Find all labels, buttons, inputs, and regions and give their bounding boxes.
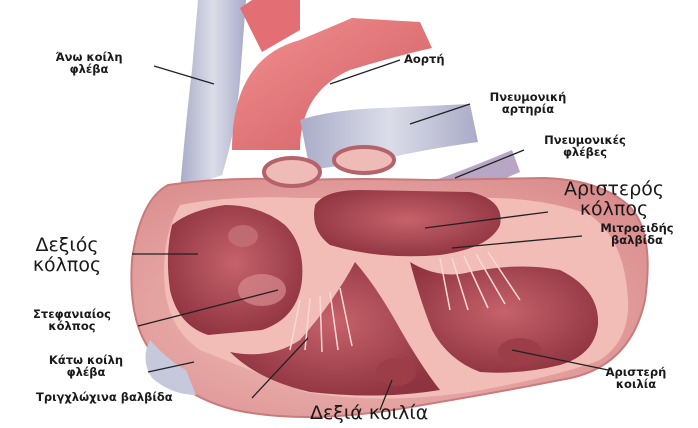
label-pulmonary-artery: Πνευμονική αρτηρία (470, 91, 586, 115)
label-coronary-sinus-line2: κόλπος (10, 320, 134, 332)
label-coronary-sinus: Στεφανιαίος κόλπος (10, 308, 134, 332)
label-right-atrium: Δεξιός κόλπος (14, 236, 120, 276)
label-tricuspid-valve: Τριγχλώχινα βαλβίδα (36, 391, 173, 403)
label-superior-vena-cava-line2: φλέβα (35, 63, 143, 75)
label-tricuspid-valve-line1: Τριγχλώχινα βαλβίδα (36, 391, 173, 403)
label-pulmonary-veins-line2: φλέβες (525, 146, 645, 158)
aortic-valve-ring (264, 158, 320, 186)
right-atrium-fold (238, 274, 286, 306)
label-right-atrium-line1: Δεξιός (14, 236, 120, 256)
label-left-atrium-line2: κόλπος (546, 200, 682, 220)
label-left-ventricle-line2: κοιλία (588, 378, 684, 390)
fossa-ovalis (228, 225, 258, 247)
label-right-atrium-line2: κόλπος (14, 256, 120, 276)
label-left-atrium-line1: Αριστερός (546, 180, 682, 200)
right-atrium-chamber (168, 205, 302, 335)
label-mitral-valve-line2: βαλβίδα (580, 234, 694, 246)
label-left-ventricle: Αριστερή κοιλία (588, 366, 684, 390)
label-left-atrium: Αριστερός κόλπος (546, 180, 682, 220)
label-superior-vena-cava: Άνω κοίλη φλέβα (35, 51, 143, 75)
label-pulmonary-artery-line2: αρτηρία (470, 103, 586, 115)
label-aorta-line1: Αορτή (404, 53, 445, 65)
label-right-ventricle-line1: Δεξιά κοιλία (310, 404, 428, 424)
label-aorta: Αορτή (404, 53, 445, 65)
label-pulmonary-veins: Πνευμονικές φλέβες (525, 134, 645, 158)
superior-vena-cava-shape (180, 0, 246, 190)
label-inferior-vena-cava: Κάτω κοίλη φλέβα (28, 354, 144, 378)
label-mitral-valve: Μιτροειδής βαλβίδα (580, 222, 694, 246)
label-inferior-vena-cava-line2: φλέβα (28, 366, 144, 378)
pulmonary-valve-ring (334, 147, 394, 173)
papillary-muscle-right (376, 358, 416, 386)
label-right-ventricle: Δεξιά κοιλία (310, 404, 428, 424)
